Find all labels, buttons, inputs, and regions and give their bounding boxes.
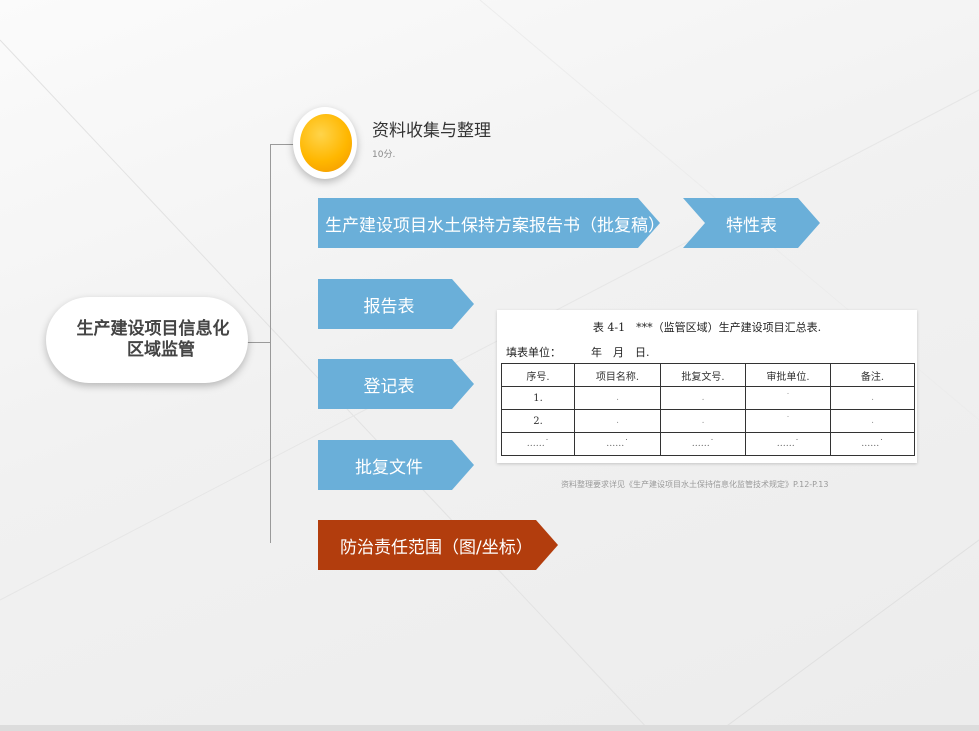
table-row: 1. . . ˙ . — [501, 386, 915, 410]
table-row: ……˙ ……˙ ……˙ ……˙ ……˙ — [501, 432, 915, 456]
section-subtitle: 10分. — [372, 150, 396, 160]
table-header-cell: 备注. — [830, 363, 915, 387]
table-header-row: 序号. 项目名称. 批复文号. 审批单位. 备注. — [501, 363, 915, 387]
tree-connector-root — [247, 342, 271, 343]
table-cell: 1. — [501, 386, 575, 410]
table-cell: ……˙ — [501, 432, 575, 456]
item-report-book: 生产建设项目水土保持方案报告书（批复稿） — [318, 198, 660, 248]
reference-caption: 资料整理要求详见《生产建设项目水土保持信息化监管技术规定》P.12-P.13 — [561, 480, 829, 489]
table-header-cell: 序号. — [501, 363, 575, 387]
root-title-line2: 区域监管 — [127, 340, 195, 360]
item-registration-form: 登记表 — [318, 359, 474, 409]
fill-date-label: 年 月 日. — [591, 346, 650, 359]
bottom-strip — [0, 725, 979, 731]
item-report-form: 报告表 — [318, 279, 474, 329]
table-cell: . — [830, 409, 915, 433]
table-header-cell: 项目名称. — [574, 363, 661, 387]
section-title: 资料收集与整理 — [372, 121, 491, 141]
summary-table: 序号. 项目名称. 批复文号. 审批单位. 备注. 1. . . ˙ . 2. … — [501, 363, 915, 456]
table-cell: ……˙ — [660, 432, 746, 456]
fill-unit-label: 填表单位： — [506, 346, 561, 359]
table-cell: ……˙ — [574, 432, 661, 456]
tree-connector-vertical — [270, 144, 271, 543]
item-approval-document: 批复文件 — [318, 440, 474, 490]
item-feature-table: 特性表 — [683, 198, 820, 248]
table-title: 表 4-1 ***（监管区域）生产建设项目汇总表. — [592, 321, 822, 334]
table-fill-row: 填表单位： 年 月 日. — [506, 344, 650, 360]
table-cell: ˙ — [745, 386, 831, 410]
table-cell: ……˙ — [830, 432, 915, 456]
root-node: 生产建设项目信息化 区域监管 — [46, 297, 248, 383]
tree-connector-top — [270, 144, 296, 145]
table-cell: ……˙ — [745, 432, 831, 456]
item-prevention-scope: 防治责任范围（图/坐标） — [318, 520, 558, 570]
table-cell: . — [660, 386, 746, 410]
table-cell: . — [830, 386, 915, 410]
table-cell: . — [574, 386, 661, 410]
table-header-cell: 批复文号. — [660, 363, 746, 387]
table-row: 2. . . ˙ . — [501, 409, 915, 433]
table-header-cell: 审批单位. — [745, 363, 831, 387]
table-cell: ˙ — [745, 409, 831, 433]
root-title-line1: 生产建设项目信息化 — [76, 319, 230, 339]
summary-table-card: 表 4-1 ***（监管区域）生产建设项目汇总表. 填表单位： 年 月 日. 序号… — [497, 310, 917, 463]
table-cell: . — [574, 409, 661, 433]
table-cell: . — [660, 409, 746, 433]
orange-orb-icon — [300, 114, 352, 172]
table-cell: 2. — [501, 409, 575, 433]
